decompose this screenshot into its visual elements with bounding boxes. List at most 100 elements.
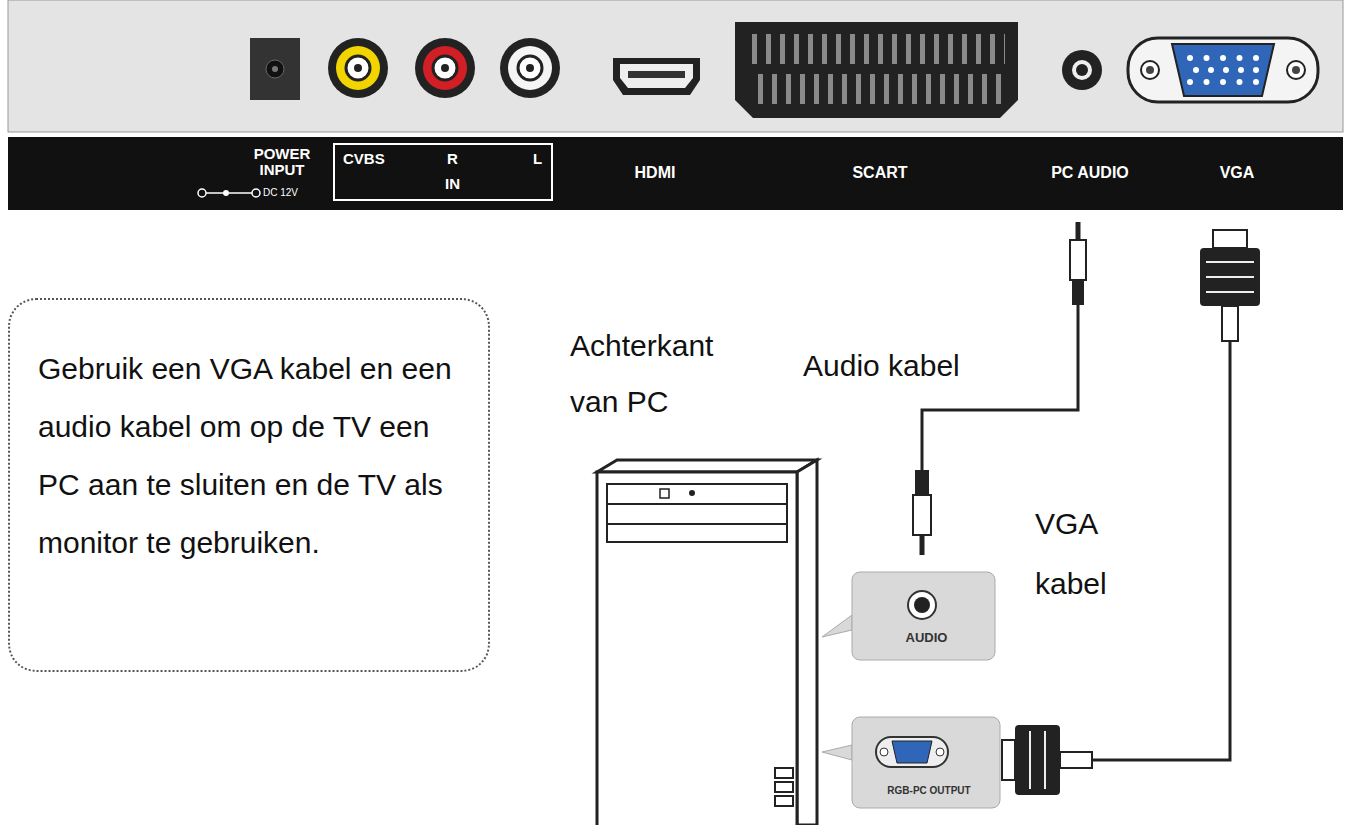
note-box: Gebruik een VGA kabel en een audio kabel… bbox=[8, 298, 490, 672]
hdmi-opening bbox=[620, 64, 693, 88]
vga-pins bbox=[1187, 55, 1259, 85]
vga-screw bbox=[936, 748, 944, 756]
vga-plug bbox=[1200, 248, 1260, 306]
callout-pointer bbox=[822, 745, 852, 760]
rca-ring bbox=[328, 38, 388, 98]
pc-port bbox=[775, 768, 793, 778]
audio-jack-hole bbox=[914, 597, 930, 613]
tv-panel bbox=[8, 0, 1343, 132]
power-led bbox=[689, 490, 695, 496]
vga-pin bbox=[1253, 67, 1259, 73]
caption-label: Achterkant van PC bbox=[570, 318, 755, 430]
polarity-plus bbox=[252, 189, 260, 197]
drive-bay bbox=[607, 524, 787, 542]
drive-bay bbox=[607, 484, 787, 504]
vga-pin bbox=[1237, 79, 1243, 85]
vga-port bbox=[1128, 38, 1318, 102]
polarity-line bbox=[229, 192, 252, 194]
plug-grip bbox=[1206, 261, 1254, 263]
vga-plug bbox=[1015, 725, 1060, 795]
rca-insert bbox=[433, 56, 457, 80]
pc-top bbox=[597, 460, 817, 472]
strain-relief bbox=[1060, 752, 1092, 768]
vga-pin bbox=[1220, 79, 1226, 85]
strain-relief bbox=[1222, 306, 1238, 341]
vga-screw-hole bbox=[1146, 66, 1154, 74]
rca-color bbox=[423, 46, 467, 90]
vga-pin bbox=[1193, 67, 1199, 73]
vga-screw bbox=[1141, 61, 1159, 79]
plug-tip bbox=[1076, 222, 1081, 240]
rca-red bbox=[415, 38, 475, 98]
plug-sleeve bbox=[915, 470, 929, 495]
callout-pointer bbox=[822, 615, 852, 637]
rca-yellow bbox=[328, 38, 388, 98]
rca-ring bbox=[415, 38, 475, 98]
pc-port bbox=[775, 796, 793, 806]
pc-audio-ring bbox=[1072, 60, 1092, 80]
cable-label: VGA kabel bbox=[1035, 494, 1150, 614]
vga-pin bbox=[1223, 67, 1229, 73]
vga-cable bbox=[1092, 341, 1230, 760]
audio-callout: AUDIO bbox=[852, 572, 1001, 660]
rca-hole bbox=[441, 64, 449, 72]
hdmi-tongue bbox=[628, 71, 685, 78]
vga-shell bbox=[1172, 44, 1274, 96]
rca-color bbox=[336, 46, 380, 90]
rca-ring bbox=[500, 38, 560, 98]
vga-pin bbox=[1253, 55, 1259, 61]
audio-jack bbox=[908, 591, 936, 619]
port-label: AUDIO bbox=[852, 630, 1001, 646]
port-label: L bbox=[533, 150, 542, 168]
rca-insert bbox=[518, 56, 542, 80]
input-group-box: CVBSRLIN bbox=[333, 143, 553, 201]
vga-pin bbox=[1220, 55, 1226, 61]
plug-grip bbox=[1206, 291, 1254, 293]
polarity-minus bbox=[198, 189, 206, 197]
port-label: HDMI bbox=[635, 163, 676, 182]
pc-side bbox=[797, 460, 817, 825]
audio-plug bbox=[913, 495, 931, 535]
vga-plug-front bbox=[1213, 230, 1247, 248]
vga-pin bbox=[1204, 79, 1210, 85]
rca-hole bbox=[354, 64, 362, 72]
audio-cable bbox=[922, 305, 1078, 470]
rca-hole bbox=[526, 64, 534, 72]
vga-pin bbox=[1204, 55, 1210, 61]
vga-screw bbox=[880, 748, 888, 756]
power-jack-hole bbox=[266, 60, 284, 78]
pc-audio-jack bbox=[1062, 50, 1102, 90]
hdmi-port bbox=[613, 58, 700, 95]
vga-screw bbox=[1287, 61, 1305, 79]
plug-grip bbox=[1206, 276, 1254, 278]
pc-front bbox=[597, 472, 797, 825]
pc-port bbox=[775, 782, 793, 792]
plug-grip bbox=[1029, 731, 1031, 789]
plug-grip bbox=[1044, 731, 1046, 789]
port-label: POWER INPUT bbox=[247, 146, 317, 178]
rca-insert bbox=[346, 56, 370, 80]
vga-pin bbox=[1187, 55, 1193, 61]
vga-pin bbox=[1187, 79, 1193, 85]
audio-callout bbox=[852, 572, 995, 660]
polarity-dot bbox=[223, 190, 229, 196]
port-label: VGA bbox=[1220, 163, 1255, 182]
vga-pin bbox=[1237, 55, 1243, 61]
plug-sleeve bbox=[1072, 280, 1084, 305]
rca-white bbox=[500, 38, 560, 98]
pc-audio-hole bbox=[1076, 64, 1088, 76]
vga-output-callout: RGB-PC OUTPUT bbox=[852, 717, 1006, 808]
audio-plug bbox=[1070, 240, 1086, 280]
vga-pin bbox=[1208, 67, 1214, 73]
rca-color bbox=[508, 46, 552, 90]
voltage-label: DC 12V bbox=[263, 187, 298, 199]
note-text: Gebruik een VGA kabel en een audio kabel… bbox=[38, 340, 464, 572]
port-label: SCART bbox=[852, 163, 907, 182]
label-band bbox=[8, 137, 1343, 210]
vga-screw-hole bbox=[1292, 66, 1300, 74]
vga-output-port bbox=[876, 737, 948, 767]
drive-bay bbox=[607, 504, 787, 524]
port-label: CVBS bbox=[343, 150, 385, 168]
polarity-line bbox=[206, 192, 223, 194]
